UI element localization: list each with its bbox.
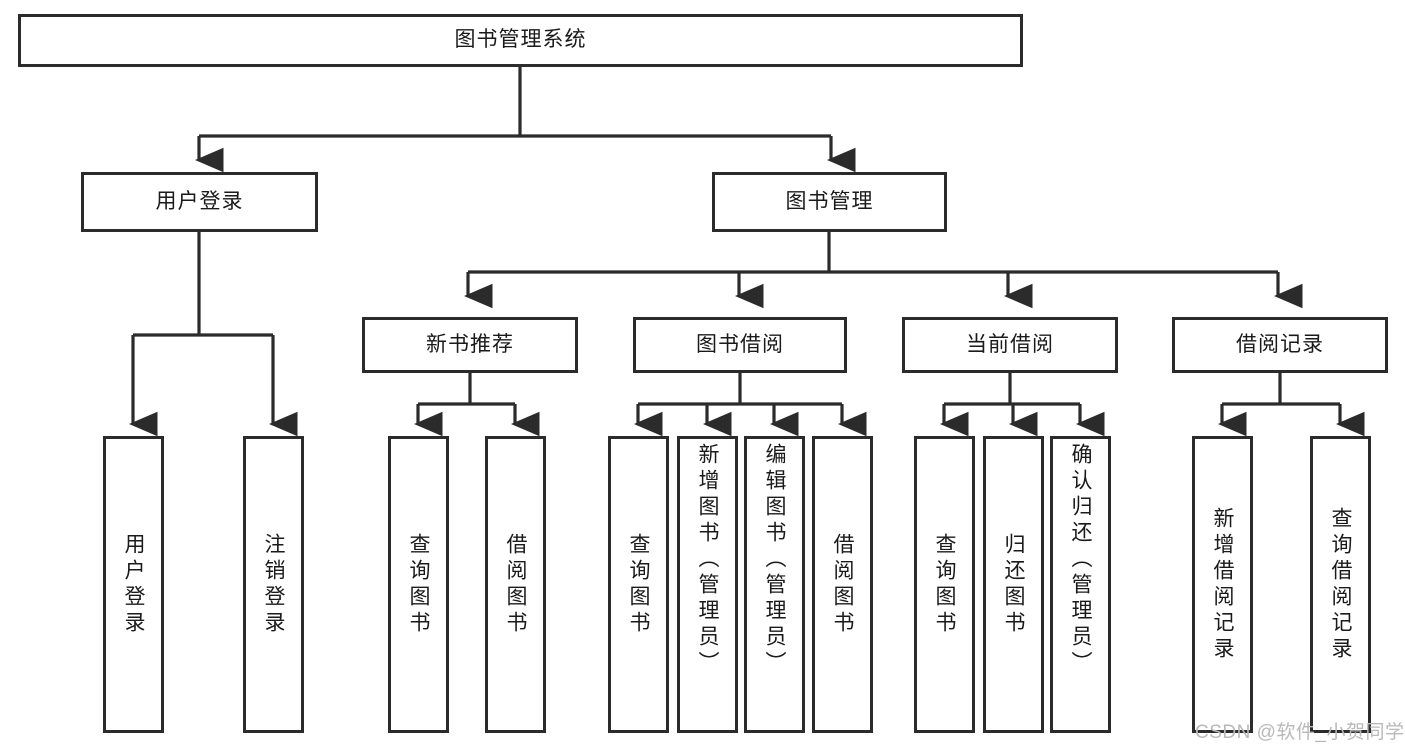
leaf-node[interactable]: 用户登录	[103, 436, 164, 733]
node-current-borrow-label: 当前借阅	[966, 332, 1054, 356]
node-borrow-record-label: 借阅记录	[1236, 332, 1324, 356]
leaf-node-label: 新增借阅记录	[1211, 506, 1234, 663]
leaf-node-label: 查询图书	[407, 532, 430, 637]
leaf-node-label: 新增图书（管理员）	[696, 443, 719, 677]
leaf-node-label: 确认归还（管理员）	[1069, 443, 1092, 677]
leaf-node[interactable]: 借阅图书	[812, 436, 873, 733]
leaf-node[interactable]: 归还图书	[983, 436, 1044, 733]
leaf-node-label: 查询借阅记录	[1329, 506, 1352, 663]
leaf-node[interactable]: 查询图书	[914, 436, 975, 733]
leaf-node-label: 查询图书	[933, 532, 956, 637]
leaf-node-label: 编辑图书（管理员）	[763, 443, 786, 677]
node-borrow-record[interactable]: 借阅记录	[1172, 317, 1388, 373]
node-new-book-recommend[interactable]: 新书推荐	[362, 317, 578, 373]
leaf-node-label: 归还图书	[1002, 532, 1025, 637]
node-current-borrow[interactable]: 当前借阅	[902, 317, 1118, 373]
leaf-node[interactable]: 查询借阅记录	[1310, 436, 1371, 733]
leaf-node[interactable]: 确认归还（管理员）	[1050, 436, 1111, 733]
leaf-node[interactable]: 借阅图书	[485, 436, 546, 733]
node-book-management-label: 图书管理	[785, 189, 874, 213]
leaf-node[interactable]: 查询图书	[608, 436, 669, 733]
leaf-node[interactable]: 新增借阅记录	[1192, 436, 1253, 733]
node-user-login-label: 用户登录	[155, 189, 244, 213]
node-user-login[interactable]: 用户登录	[81, 172, 318, 232]
node-book-borrow-label: 图书借阅	[696, 332, 784, 356]
leaf-node-label: 注销登录	[262, 532, 285, 637]
leaf-node-label: 查询图书	[627, 532, 650, 637]
leaf-node[interactable]: 新增图书（管理员）	[677, 436, 738, 733]
node-book-borrow[interactable]: 图书借阅	[633, 317, 847, 373]
node-root-label: 图书管理系统	[454, 28, 587, 52]
leaf-node[interactable]: 注销登录	[243, 436, 304, 733]
leaf-node-label: 借阅图书	[504, 532, 527, 637]
leaf-node-label: 用户登录	[122, 532, 145, 637]
node-root[interactable]: 图书管理系统	[18, 14, 1023, 67]
leaf-node[interactable]: 查询图书	[388, 436, 449, 733]
node-book-management[interactable]: 图书管理	[712, 172, 947, 232]
leaf-node[interactable]: 编辑图书（管理员）	[744, 436, 805, 733]
leaf-node-label: 借阅图书	[831, 532, 854, 637]
node-new-book-recommend-label: 新书推荐	[426, 332, 514, 356]
